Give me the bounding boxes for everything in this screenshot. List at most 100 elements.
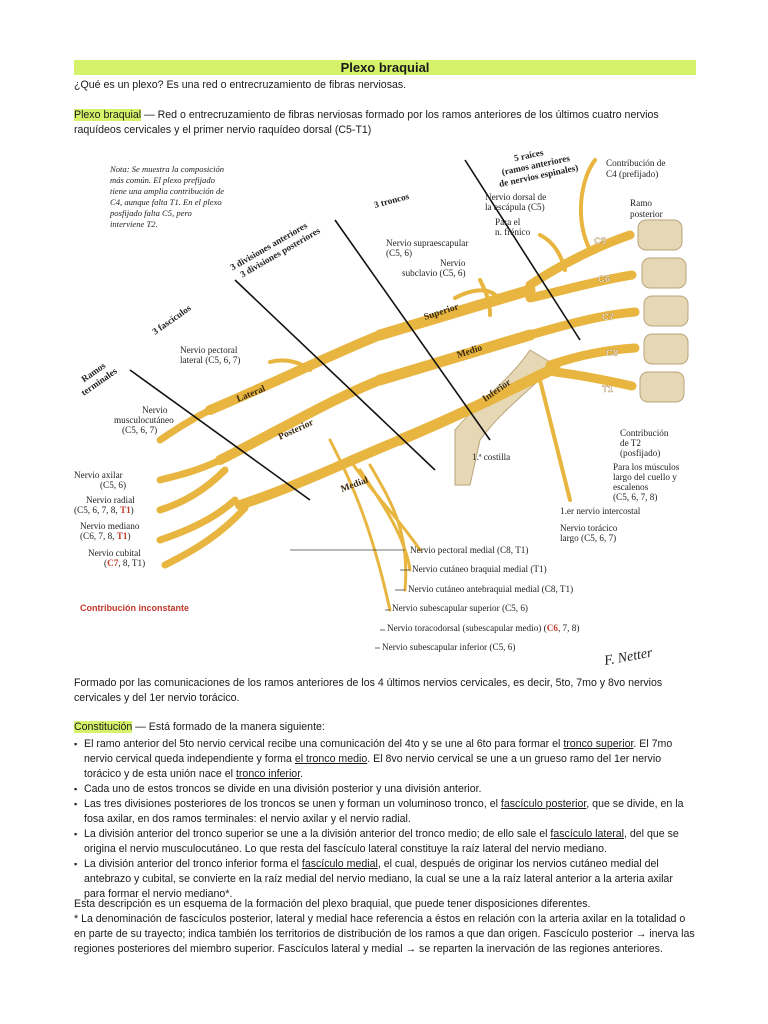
tronco-medio-term: el tronco medio xyxy=(294,753,368,765)
t2-contrib-3: (posfijado) xyxy=(620,448,660,458)
note-line-5: posfijado falta C5, pero xyxy=(109,208,193,218)
root-c6: C6 xyxy=(598,274,610,285)
fasciculo-lateral-term: fascículo lateral xyxy=(550,828,624,840)
note-paragraph: * La denominación de fascículos posterio… xyxy=(74,913,695,955)
tronco-superior-term: tronco superior xyxy=(563,738,634,750)
cubital-2: (C7, 8, T1) xyxy=(104,558,145,568)
radial-2c: ) xyxy=(131,505,134,515)
mediano-1: Nervio mediano xyxy=(80,521,140,531)
vertebral-column xyxy=(637,219,689,403)
fasciculo-posterior-term: fascículo posterior xyxy=(500,798,587,810)
inconstante-label: Contribución inconstante xyxy=(80,603,189,613)
pointer-lines xyxy=(129,159,581,501)
root-t1: T1 xyxy=(602,384,614,395)
supraescapular-1: Nervio supraescapular xyxy=(386,238,468,248)
toracodorsal-c: , 7, 8) xyxy=(558,623,579,633)
list-item: El ramo anterior del 5to nervio cervical… xyxy=(74,737,696,782)
terminal-header: Ramos terminales xyxy=(79,360,119,398)
list-item: Cada uno de estos troncos se divide en u… xyxy=(74,782,696,797)
subclavio-2: subclavio (C5, 6) xyxy=(402,268,466,278)
musculos-cuello-2: largo del cuello y xyxy=(613,472,677,482)
note-line-2: más común. El plexo prefijado xyxy=(110,175,216,185)
b1c: . El 7mo nervio cervical queda independi… xyxy=(84,738,673,765)
divisions-header: 3 divisiones anteriores 3 divisiones pos… xyxy=(229,220,323,279)
brachial-plexus-figure: C5 C6 C7 C8 T1 Superior Medio Inferior L… xyxy=(74,147,689,669)
root-c8: C8 xyxy=(606,348,618,359)
list-item: La división anterior del tronco superior… xyxy=(74,827,696,857)
supraescapular-2: (C5, 6) xyxy=(386,248,412,258)
musculocutaneo-3: (C5, 6, 7) xyxy=(122,425,157,435)
toracodorsal-a: Nervio toracodorsal (subescapular medio)… xyxy=(387,623,547,633)
mediano-2b: T1 xyxy=(117,531,128,541)
c4-contrib-2: C4 (prefijado) xyxy=(606,169,658,179)
radial-2b: T1 xyxy=(120,505,131,515)
b4c: , del que se origina el nervio musculocu… xyxy=(84,828,679,855)
cubital-2c: , 8, T1) xyxy=(118,558,145,568)
intercostal-label: 1.er nervio intercostal xyxy=(560,506,641,516)
cubital-2b: C7 xyxy=(107,558,119,568)
frenico-1: Para el xyxy=(495,217,521,227)
fasciculo-medial-term: fascículo medial xyxy=(301,858,378,870)
b5a: La división anterior del tronco inferior… xyxy=(84,858,302,870)
pectoral-lateral-2: lateral (C5, 6, 7) xyxy=(180,355,240,365)
toracodorsal-b: C6 xyxy=(547,623,559,633)
ramo-posterior-2: posterior xyxy=(630,209,663,219)
list-item: Las tres divisiones posteriores de los t… xyxy=(74,797,696,827)
dorsal-escapula-1: Nervio dorsal de xyxy=(485,192,546,202)
constitution-heading: Constitución — Está formado de la manera… xyxy=(74,720,696,735)
root-c5: C5 xyxy=(594,236,607,247)
toracodorsal-label: Nervio toracodorsal (subescapular medio)… xyxy=(387,623,579,633)
subclavio-1: Nervio xyxy=(440,258,466,268)
b1e: . El 8vo nervio cervical se une a un gru… xyxy=(84,753,662,780)
cutaneo-antebraquial-label: Nervio cutáneo antebraquial medial (C8, … xyxy=(408,584,573,594)
t2-contrib-1: Contribución xyxy=(620,428,669,438)
ramo-posterior-1: Ramo xyxy=(630,198,652,208)
tronco-inferior-term: tronco inferior xyxy=(235,768,301,780)
t2-contrib-2: de T2 xyxy=(620,438,641,448)
subescapular-sup-label: Nervio subescapular superior (C5, 6) xyxy=(392,603,528,613)
label-leaders xyxy=(290,549,410,649)
trunks-header: 3 troncos xyxy=(373,191,411,210)
constitution-term: Constitución xyxy=(74,721,133,733)
musculocutaneo-2: musculocutáneo xyxy=(114,415,174,425)
musculos-cuello-4: (C5, 6, 7, 8) xyxy=(613,492,657,502)
axilar-1: Nervio axilar xyxy=(74,470,123,480)
costilla-label: 1.ª costilla xyxy=(472,452,510,462)
b4a: La división anterior del tronco superior… xyxy=(84,828,551,840)
subescapular-inf-label: Nervio subescapular inferior (C5, 6) xyxy=(382,642,515,652)
radial-2a: (C5, 6, 7, 8, xyxy=(74,505,120,515)
musculos-cuello-1: Para los músculos xyxy=(613,462,680,472)
axilar-2: (C5, 6) xyxy=(100,480,126,490)
roots-header: 5 raíces (ramos anteriores de nervios es… xyxy=(498,147,579,189)
figure-note: Nota: Se muestra la composición más comú… xyxy=(109,164,224,229)
note-line-3: tiene una amplia contribución de xyxy=(110,186,224,196)
pectoral-medial-label: Nervio pectoral medial (C8, T1) xyxy=(410,545,528,555)
mediano-2c: ) xyxy=(127,531,130,541)
radial-2: (C5, 6, 7, 8, T1) xyxy=(74,505,134,515)
intro-paragraph: ¿Qué es un plexo? Es una red o entrecruz… xyxy=(74,79,407,91)
root-labels: C5 C6 C7 C8 T1 xyxy=(594,236,618,395)
formed-paragraph: Formado por las comunicaciones de los ra… xyxy=(74,677,663,704)
cords-header: 3 fascículos xyxy=(150,303,193,337)
dorsal-escapula-2: la escápula (C5) xyxy=(485,202,545,212)
definition-term: Plexo braquial xyxy=(74,109,142,121)
definition-text: — Red o entrecruzamiento de fibras nervi… xyxy=(74,109,659,136)
musculocutaneo-1: Nervio xyxy=(142,405,168,415)
toracico-largo-1: Nervio torácico xyxy=(560,523,618,533)
cubital-2a: ( xyxy=(104,558,107,568)
page-title: Plexo braquial xyxy=(74,60,696,75)
scheme-paragraph: Esta descripción es un esquema de la for… xyxy=(74,898,591,910)
b1g: . xyxy=(300,768,304,780)
pectoral-lateral-1: Nervio pectoral xyxy=(180,345,238,355)
b3a: Las tres divisiones posteriores de los t… xyxy=(84,798,501,810)
cutaneo-braquial-label: Nervio cutáneo braquial medial (T1) xyxy=(412,564,547,574)
b1a: El ramo anterior del 5to nervio cervical… xyxy=(84,738,564,750)
note-line-4: C4, aunque falta T1. En el plexo xyxy=(110,197,222,207)
radial-1: Nervio radial xyxy=(86,495,135,505)
frenico-2: n. frénico xyxy=(495,227,531,237)
cubital-1: Nervio cubital xyxy=(88,548,141,558)
toracico-largo-2: largo (C5, 6, 7) xyxy=(560,533,616,543)
musculos-cuello-3: escalenos xyxy=(613,482,649,492)
b2: Cada uno de estos troncos se divide en u… xyxy=(84,783,482,795)
